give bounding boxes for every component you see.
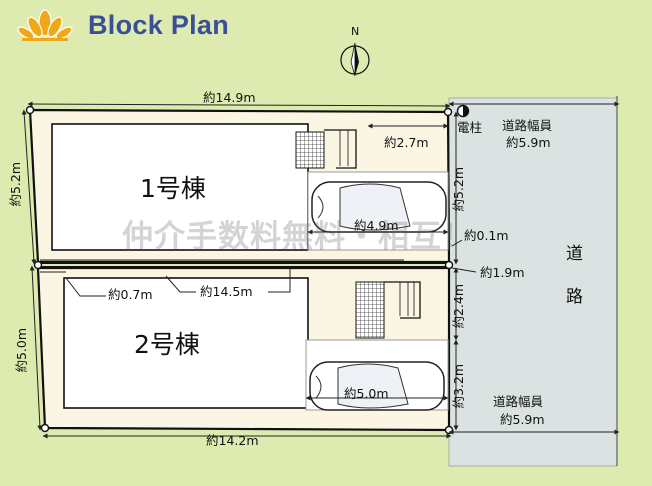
dim-left-height-2: 約5.0m: [14, 327, 30, 373]
road-width-top-title: 道路幅員: [502, 118, 553, 133]
dim-right-height-2a: 約2.4m: [451, 283, 467, 329]
page-title: Block Plan: [88, 10, 230, 40]
dim-left-height-1: 約5.2m: [8, 161, 24, 207]
building-2-label: 2号棟: [134, 330, 200, 359]
dim-right-height-2b: 約3.2m: [451, 363, 467, 409]
car-1-icon: [311, 181, 447, 233]
dim-mid-offset-2: 約1.9m: [480, 265, 525, 280]
dim-right-height-1: 約5.2m: [451, 166, 467, 212]
building-1-label: 1号棟: [140, 174, 206, 203]
road-area: [448, 97, 618, 467]
dim-parking-2: 約5.0m: [344, 386, 389, 401]
road-width-bottom-value: 約5.9m: [500, 412, 545, 427]
dim-parking-1: 約4.9m: [354, 218, 399, 233]
dim-bottom-width: 約14.2m: [206, 433, 259, 448]
road-label-char-1: 道: [566, 244, 583, 264]
north-arrow-icon: [340, 42, 370, 77]
lotus-logo-icon: [17, 9, 73, 41]
compass-label: N: [351, 25, 360, 38]
utility-pole-label: 電柱: [457, 120, 483, 135]
dim-top-width: 約14.9m: [203, 90, 256, 105]
dim-mid-offset-1: 約0.1m: [464, 228, 509, 243]
road-width-top-value: 約5.9m: [506, 135, 551, 150]
road-width-bottom-title: 道路幅員: [493, 394, 544, 409]
dim-mid-left: 約0.7m: [108, 287, 153, 302]
road-label-char-2: 路: [566, 287, 583, 307]
dim-mid-width: 約14.5m: [200, 284, 253, 299]
dim-step-width: 約2.7m: [384, 135, 429, 150]
watermark: 仲介手数料無料・相互！: [122, 219, 474, 255]
utility-pole-icon: [456, 104, 470, 118]
